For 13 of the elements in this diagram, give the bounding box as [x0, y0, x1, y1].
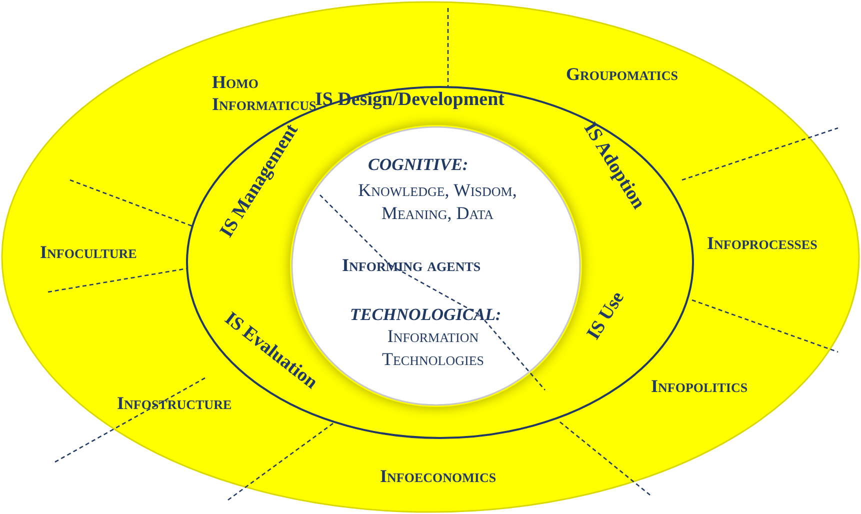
- sector-label: Infostructure: [117, 393, 232, 414]
- sector-label: Infoprocesses: [707, 233, 818, 254]
- ring-label: IS Design/Development: [315, 89, 504, 110]
- circle-text: TECHNOLOGICAL:: [350, 305, 502, 325]
- sector-label: Groupomatics: [566, 64, 678, 85]
- sector-label: Infopolitics: [651, 376, 748, 397]
- ring-label: IS Use: [582, 288, 630, 344]
- sector-label: Infoeconomics: [380, 466, 496, 487]
- circle-text: Information Technologies: [381, 325, 485, 372]
- circle-text: Knowledge, Wisdom, Meaning, Data: [357, 179, 518, 226]
- circle-text: COGNITIVE:: [368, 155, 468, 175]
- sector-label: Infoculture: [40, 242, 137, 263]
- circle-text: Informing agents: [342, 255, 481, 276]
